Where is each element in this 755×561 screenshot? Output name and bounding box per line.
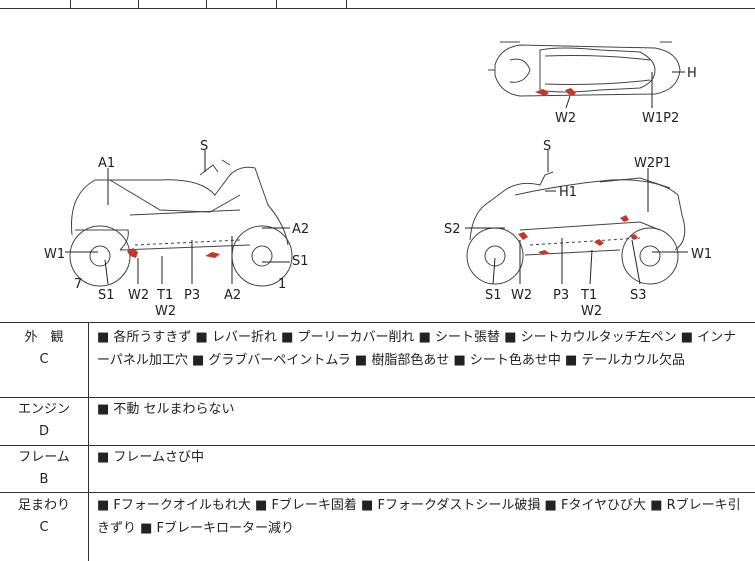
cell-divider	[276, 0, 277, 8]
part-label: S1	[292, 254, 309, 269]
row-grade-engine: D	[38, 424, 49, 439]
row-label-exterior: 外 観	[24, 330, 64, 345]
part-label: S1	[485, 288, 502, 303]
row-label-suspension: 足まわり	[17, 498, 70, 513]
cell-divider	[346, 0, 347, 8]
part-label: S	[200, 139, 208, 154]
part-label: P3	[184, 288, 200, 303]
row-text-engine: ■ 不動 セルまわらない	[97, 402, 235, 417]
row-divider	[0, 397, 755, 398]
part-label: P3	[553, 288, 569, 303]
cell-divider	[138, 0, 139, 8]
part-label: A1	[98, 156, 115, 171]
part-label: 7	[74, 277, 82, 292]
part-label: S3	[630, 288, 647, 303]
part-label: S1	[98, 288, 115, 303]
row-text-frame: ■ フレームさび中	[97, 450, 205, 465]
row-divider	[0, 492, 755, 493]
part-label: W2	[128, 288, 149, 303]
part-label: H	[687, 66, 697, 81]
row-grade-suspension: C	[39, 520, 49, 535]
part-label: T1	[580, 288, 597, 303]
part-label: W2	[511, 288, 532, 303]
part-label: W2	[581, 304, 602, 319]
part-label: W1	[691, 247, 712, 262]
part-label: A2	[292, 222, 309, 237]
part-label: T1	[156, 288, 173, 303]
part-label: S2	[444, 222, 461, 237]
part-label: W2	[155, 304, 176, 319]
table-border	[0, 322, 755, 323]
part-label: S	[543, 139, 551, 154]
scooter-top-view	[488, 41, 681, 97]
part-label: W1P2	[642, 111, 679, 126]
row-grade-frame: B	[39, 472, 49, 487]
part-label: W1	[44, 247, 65, 262]
part-label: A2	[224, 288, 241, 303]
row-text-exterior: ■ 各所うすきず ■ レバー折れ ■ プーリーカバー削れ ■ シート張替 ■ シ…	[97, 330, 737, 368]
cell-divider	[70, 0, 71, 8]
leader-lines	[65, 71, 688, 285]
column-divider	[88, 322, 89, 561]
damage-marks	[127, 88, 638, 258]
row-label-frame: フレーム	[18, 450, 70, 465]
table-border	[0, 8, 755, 9]
part-label: 1	[278, 277, 286, 292]
part-label: H1	[559, 185, 577, 200]
row-divider	[0, 445, 755, 446]
row-grade-exterior: C	[39, 352, 49, 367]
scooter-left-view	[69, 159, 293, 287]
row-text-suspension: ■ Fフォークオイルもれ大 ■ Fブレーキ固着 ■ Fフォークダストシール破損 …	[97, 498, 741, 536]
cell-divider	[206, 0, 207, 8]
part-label: W2	[555, 111, 576, 126]
part-label: W2P1	[634, 156, 671, 171]
row-label-engine: エンジン	[17, 402, 70, 417]
